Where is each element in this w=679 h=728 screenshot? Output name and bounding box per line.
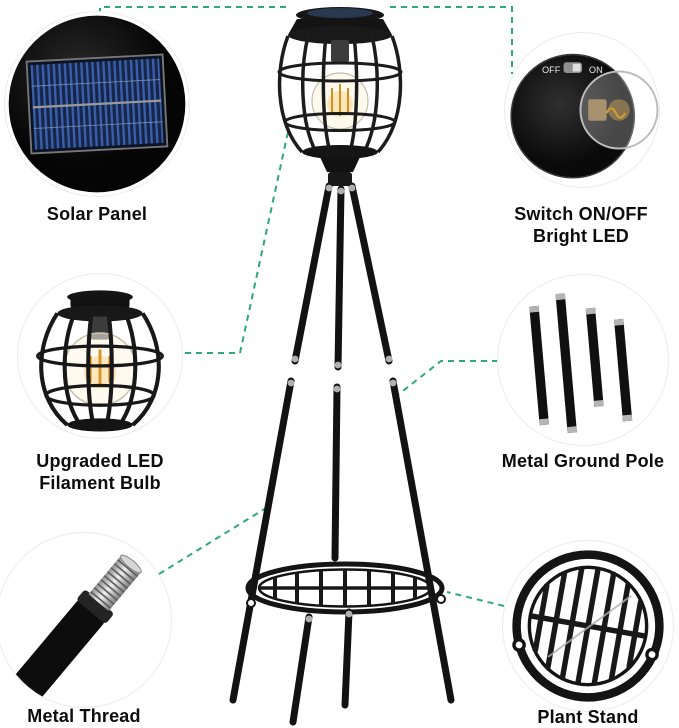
- toggle-knob: [572, 63, 581, 72]
- led-bulb-photo: [36, 290, 164, 432]
- ground-pole-callout: [497, 274, 669, 446]
- lantern-solar-top: [307, 8, 373, 18]
- metal-thread-label: Metal Thread: [27, 706, 141, 726]
- metal-thread-photo: [0, 554, 142, 707]
- leg-right-upper: [348, 182, 393, 365]
- switch-disc: [510, 53, 636, 179]
- leg-left-upper: [291, 182, 333, 365]
- ground-pole-label: Metal Ground Pole: [501, 451, 665, 471]
- ground-pole-photo: [529, 293, 633, 434]
- threaded-pole: [0, 554, 142, 707]
- switch-off-label: OFF: [542, 65, 561, 75]
- leg-left-lower: [229, 377, 295, 704]
- solar-panel-photo: [8, 15, 186, 193]
- leg-middle-upper: [334, 185, 345, 371]
- lantern-collar: [320, 157, 360, 172]
- leg-right-lower: [389, 377, 455, 704]
- solar-panel-callout: [4, 11, 190, 197]
- switch-on-label: ON: [589, 65, 603, 75]
- mini-bulb: [63, 316, 137, 407]
- connector-switch: [390, 6, 513, 74]
- tripod-legs: [229, 182, 455, 704]
- connector-ground-pole: [398, 360, 498, 395]
- led-bulb-label: Upgraded LED Filament Bulb: [36, 451, 164, 493]
- solar-panel-label: Solar Panel: [46, 204, 148, 224]
- switch-label: Switch ON/OFF Bright LED: [514, 204, 648, 246]
- lantern-top-ring: [288, 26, 392, 44]
- lantern-bottom-ring: [302, 145, 378, 159]
- metal-thread-callout: [0, 532, 172, 708]
- connector-solar-panel: [99, 6, 290, 14]
- solar-cells: [25, 53, 169, 155]
- connector-led-bulb: [185, 131, 289, 354]
- connector-plant-stand: [446, 591, 505, 607]
- plant-stand-photo: [512, 550, 664, 702]
- mini-lantern-base: [67, 418, 133, 432]
- bottom-pole-segments: [289, 608, 353, 726]
- plant-stand-callout: [502, 540, 674, 712]
- lantern: [277, 7, 403, 186]
- mini-lantern-ring: [57, 305, 143, 322]
- connector-metal-thread: [158, 507, 267, 575]
- led-bulb-callout: [17, 273, 183, 439]
- switch-photo: OFF ON: [510, 53, 659, 179]
- lantern-cage: [277, 35, 403, 154]
- leg-middle-lower: [331, 383, 341, 562]
- plant-stand-tray: [245, 561, 446, 615]
- switch-bulb: [579, 70, 659, 150]
- lantern-bulb: [311, 40, 369, 130]
- stand-grid: [512, 550, 664, 702]
- mini-cage: [36, 312, 164, 427]
- switch-callout: OFF ON: [504, 32, 660, 188]
- pole-connector-tips: [287, 184, 397, 393]
- tripod-hub: [328, 172, 352, 186]
- plant-stand-label: Plant Stand: [537, 707, 639, 727]
- mini-lantern-band: [70, 296, 130, 309]
- pole-set: [529, 293, 633, 434]
